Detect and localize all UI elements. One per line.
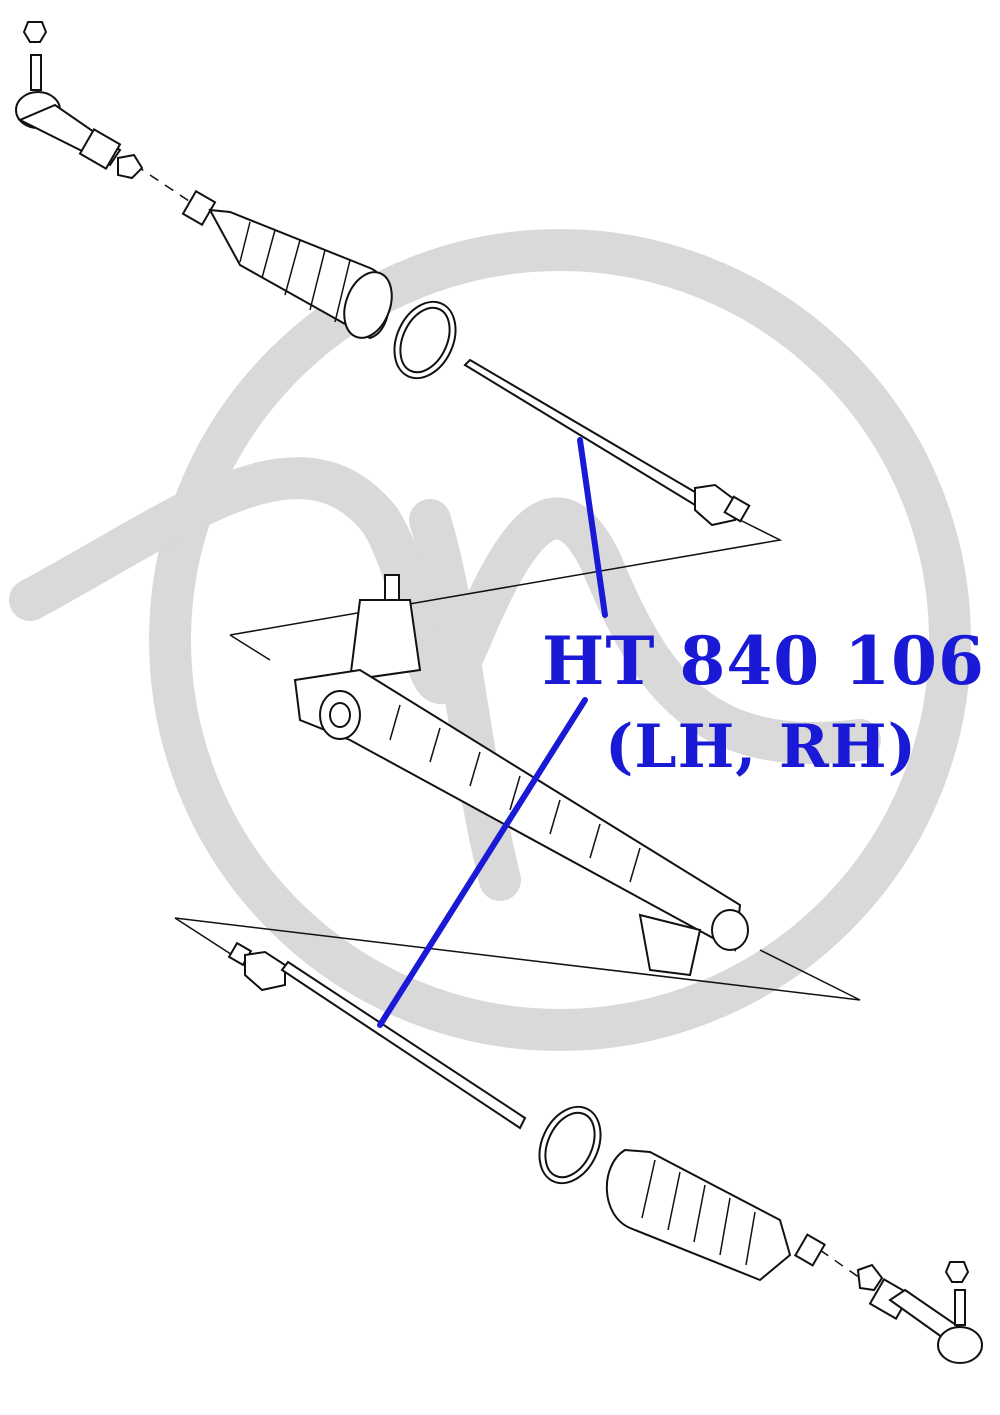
clamp-lower	[538, 1105, 602, 1185]
inner-tie-rod-upper	[463, 358, 751, 527]
guide-lines	[134, 164, 871, 1286]
tie-rod-end-upper	[15, 21, 144, 180]
boot-upper	[181, 189, 393, 340]
callout-leaders	[377, 437, 608, 1028]
boot-lower	[605, 1148, 827, 1282]
tie-rod-end-lower	[856, 1261, 983, 1364]
side-label: (LH, RH)	[605, 712, 917, 782]
watermark-logo	[9, 229, 971, 1051]
part-number-label: HT 840 106	[542, 622, 985, 700]
inner-tie-rod-lower	[227, 941, 527, 1130]
clamp-upper	[393, 300, 457, 380]
